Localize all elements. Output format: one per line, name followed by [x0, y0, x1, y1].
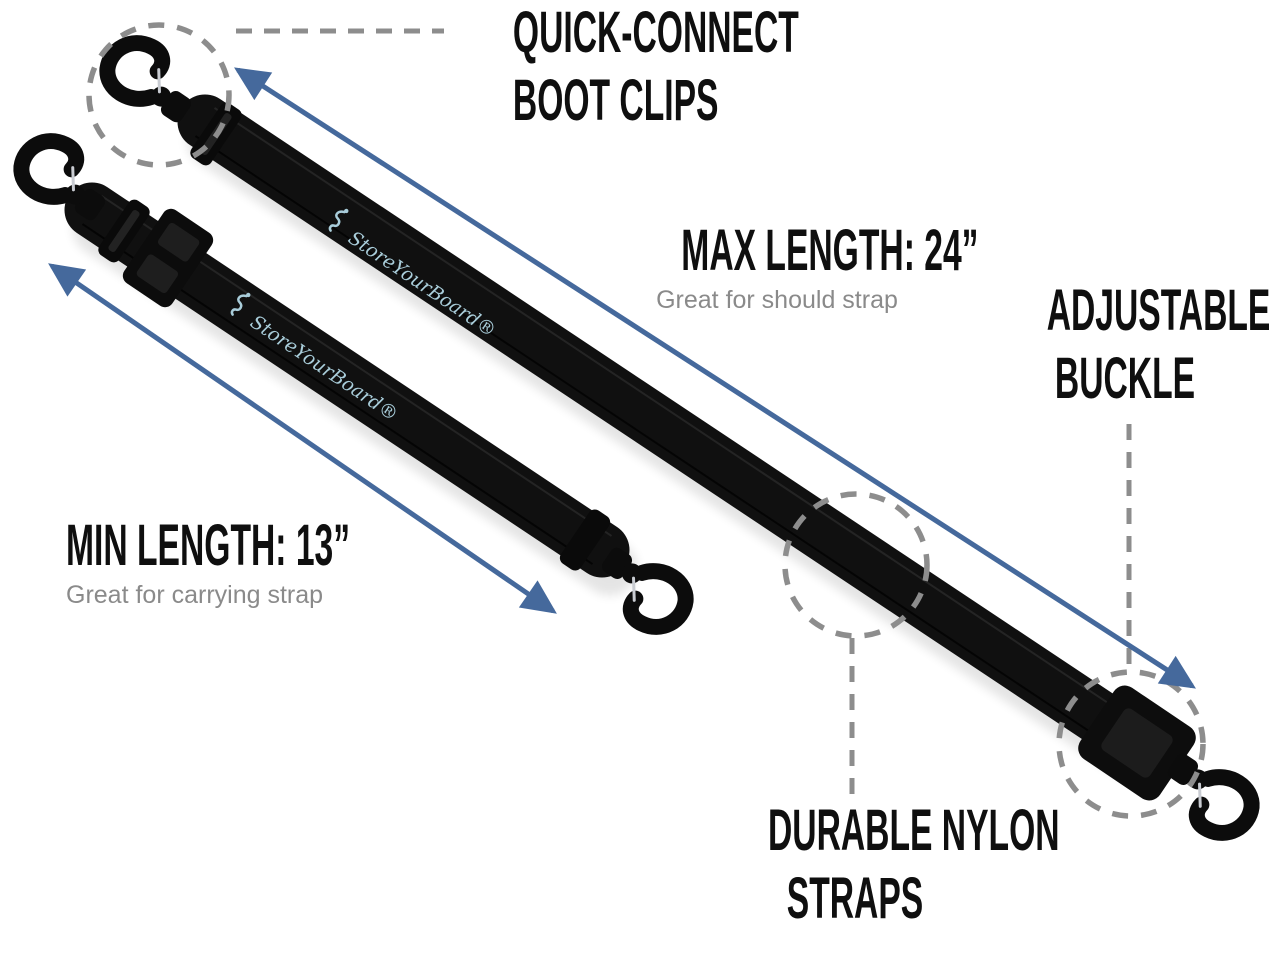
- boot-clips-label-line2: BOOT CLIPS: [512, 68, 719, 133]
- buckle-highlight-circle: [1056, 669, 1206, 819]
- callout-nylon-straps: DURABLE NYLON STRAPS: [705, 797, 1060, 933]
- nylon-straps-label-line2: STRAPS: [786, 866, 924, 931]
- short-strap-keeper: [98, 199, 150, 263]
- min-length-arrow: [48, 263, 557, 614]
- boot-clip-highlight-circle: [86, 22, 232, 168]
- callout-min-length: MIN LENGTH: 13” Great for carrying strap: [66, 512, 396, 610]
- measurement-arrows: [48, 67, 1196, 689]
- adjustable-buckle-label-line2: BUCKLE: [1054, 346, 1196, 411]
- nylon-straps-label-line1: DURABLE NYLON: [768, 798, 1060, 863]
- adjustable-buckle-pad: [1101, 708, 1173, 778]
- long-strap-adjustable-buckle: [1078, 685, 1196, 801]
- slider-buckle-slot-upper: [157, 222, 200, 262]
- callout-boot-clips: QUICK-CONNECT BOOT CLIPS: [452, 0, 799, 135]
- callout-max-length: MAX LENGTH: 24” Great for should strap: [612, 217, 979, 315]
- callout-adjustable-buckle: ADJUSTABLE BUCKLE: [990, 277, 1271, 413]
- short-strap-keeper-slot: [108, 210, 140, 252]
- min-length-label: MIN LENGTH: 13”: [66, 513, 351, 578]
- max-length-arrow: [234, 67, 1196, 689]
- boot-clips-label-line1: QUICK-CONNECT: [512, 0, 799, 65]
- long-strap-webbing: [177, 94, 1152, 762]
- min-length-subtitle: Great for carrying strap: [66, 581, 324, 609]
- max-length-subtitle: Great for should strap: [656, 286, 898, 314]
- long-strap: StoreYourBoard®: [98, 31, 1262, 845]
- adjustable-buckle-label-line1: ADJUSTABLE: [1046, 278, 1271, 343]
- max-length-label: MAX LENGTH: 24”: [681, 218, 979, 283]
